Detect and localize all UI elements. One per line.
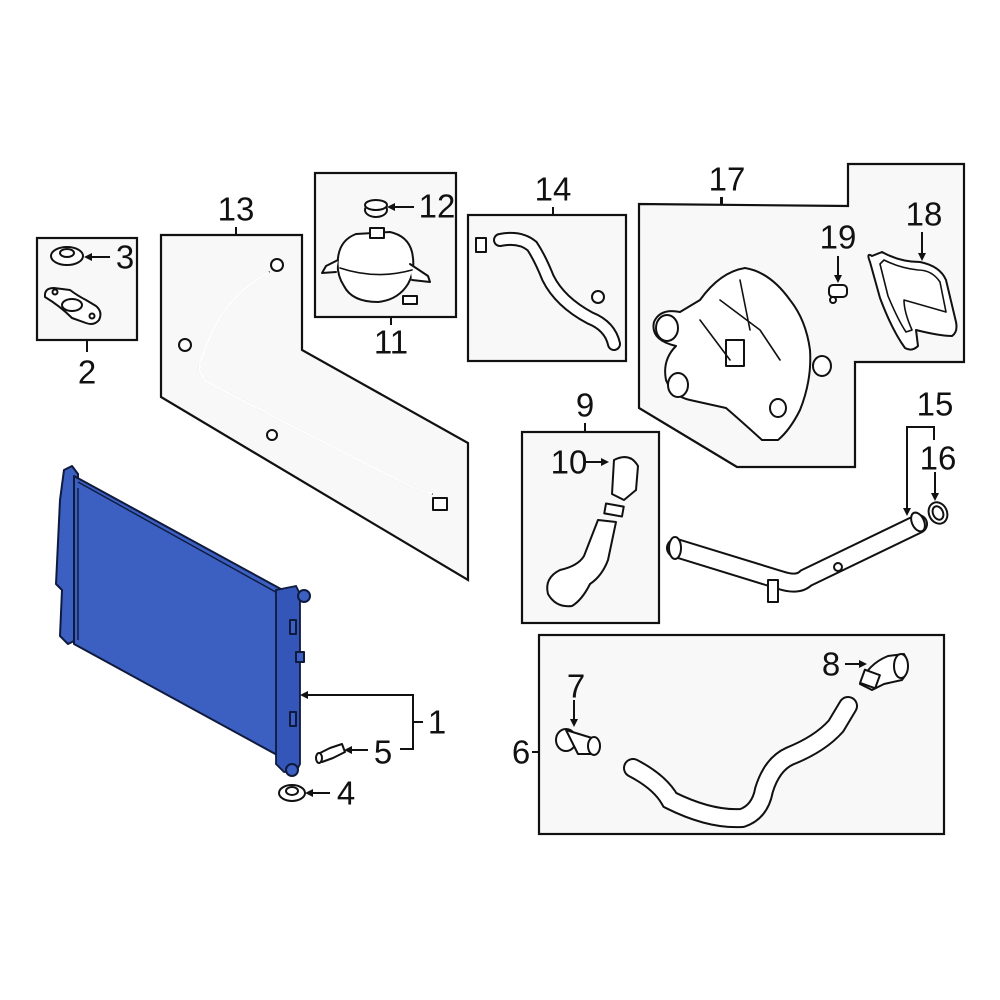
coolant-pipe-part-15[interactable]	[666, 510, 928, 603]
temperature-sensor-part-19[interactable]	[828, 284, 848, 304]
lower-hose-part-6[interactable]	[623, 696, 858, 829]
callout-3[interactable]: 3	[115, 238, 135, 276]
callout-12[interactable]: 12	[418, 187, 456, 225]
callout-16[interactable]: 16	[919, 439, 957, 477]
insulator-part-3[interactable]	[50, 246, 84, 266]
callout-9[interactable]: 9	[575, 386, 595, 424]
callout-19[interactable]: 19	[819, 218, 857, 256]
callout-2[interactable]: 2	[77, 353, 97, 391]
reservoir-cap-part-12[interactable]	[364, 199, 388, 218]
callout-18[interactable]: 18	[905, 195, 943, 233]
drain-plug-part-5[interactable]	[315, 743, 346, 764]
upper-hose-part-9[interactable]	[546, 456, 639, 608]
callout-15[interactable]: 15	[916, 385, 954, 423]
callout-7[interactable]: 7	[566, 667, 586, 705]
gasket-part-18[interactable]	[867, 251, 958, 351]
callout-10[interactable]: 10	[550, 443, 588, 481]
callout-5[interactable]: 5	[373, 733, 393, 771]
hose-connector-part-7[interactable]	[555, 728, 601, 756]
callout-4[interactable]: 4	[336, 774, 356, 812]
thermostat-housing-part-17[interactable]	[652, 267, 832, 441]
group-box-9	[520, 430, 661, 625]
callout-6[interactable]: 6	[511, 733, 531, 771]
callout-11[interactable]: 11	[373, 323, 409, 361]
coolant-reservoir-part-11[interactable]	[321, 227, 431, 305]
callout-17[interactable]: 17	[708, 160, 746, 198]
callout-8[interactable]: 8	[821, 645, 841, 683]
callout-13[interactable]: 13	[217, 190, 255, 228]
callout-1[interactable]: 1	[427, 703, 447, 741]
hose-connector-part-8[interactable]	[859, 653, 909, 691]
callout-14[interactable]: 14	[534, 170, 572, 208]
group-box-13	[159, 233, 470, 582]
o-ring-part-16[interactable]	[925, 499, 951, 527]
radiator-part-1[interactable]	[55, 465, 311, 777]
insulator-part-4[interactable]	[278, 784, 306, 802]
overflow-hose-part-13[interactable]	[178, 258, 448, 511]
bypass-hose-part-14[interactable]	[475, 231, 621, 351]
